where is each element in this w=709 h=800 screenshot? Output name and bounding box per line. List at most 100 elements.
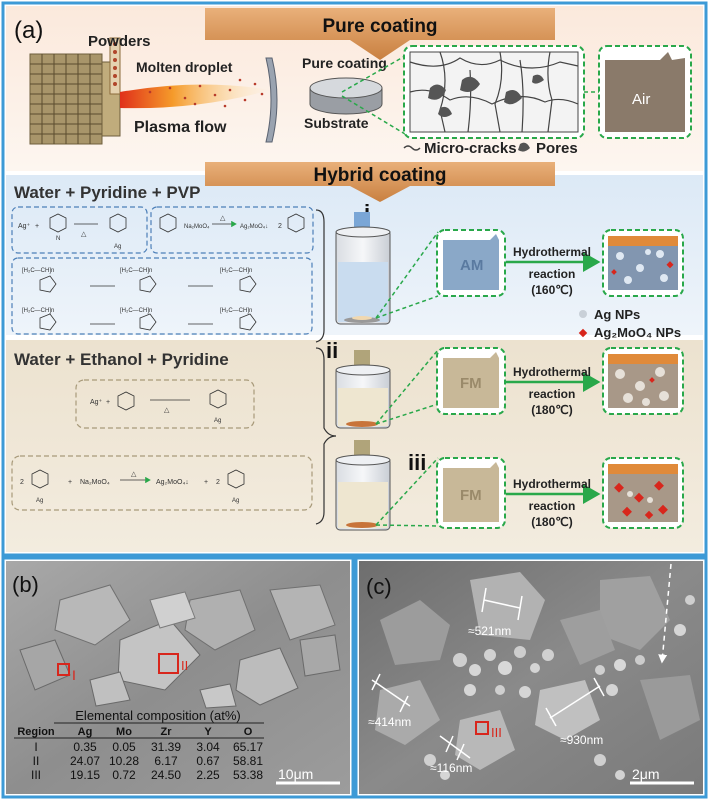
- table-cell: 31.39: [151, 740, 181, 754]
- table-cell: 0.72: [112, 768, 136, 782]
- coating-plate-icon: [265, 57, 278, 143]
- pyrrolidone-ring-icon: [239, 313, 257, 331]
- pyridine-ring-icon: [209, 389, 227, 409]
- eq-pvp: [H₂C—CH]n: [120, 308, 152, 314]
- route-ii-equations: Ag⁺ + △ Ag 2 Ag + Na₂MoO₄ △ Ag₂MoO₄↓ + 2…: [11, 379, 313, 511]
- table-header-cell: Zr: [161, 726, 173, 738]
- pyrrolidone-ring-icon: [39, 275, 57, 293]
- pyridine-ring-icon: [49, 213, 67, 233]
- eq-pvp: [H₂C—CH]n: [220, 268, 252, 274]
- zoom-line: [375, 403, 439, 425]
- product-i-icon: [608, 236, 678, 290]
- table-cell: 65.17: [233, 740, 263, 754]
- eq-delta-2: △: [131, 471, 137, 478]
- eq-plus: +: [35, 223, 39, 230]
- region-iii-label: III: [491, 725, 502, 740]
- measure-414-label: ≈414nm: [368, 715, 411, 729]
- table-header-cell: Ag: [78, 726, 93, 738]
- eq-two: 2: [278, 223, 282, 230]
- bracket-route-ii: [315, 347, 337, 525]
- equation-box: [75, 379, 255, 429]
- route-ii-title: Water + Ethanol + Pyridine: [14, 350, 229, 369]
- molten-droplet-label: Molten droplet: [136, 59, 233, 75]
- pyridine-ring-icon: [31, 469, 49, 489]
- route-i-title: Water + Pyridine + PVP: [14, 183, 200, 202]
- molten-droplets-icon: [148, 78, 264, 108]
- eq-plus: +: [204, 479, 208, 486]
- panel-c: (c) ≈521nm ≈414nm III ≈116nm ≈930nm: [354, 556, 708, 799]
- pure-coating-banner: [205, 8, 555, 60]
- table-cell: 0.05: [112, 740, 136, 754]
- air-block-icon: [605, 52, 685, 132]
- fm-block-icon: [443, 352, 499, 408]
- micro-crack-icon: [403, 145, 421, 151]
- table-cell: 0.67: [196, 754, 220, 768]
- pure-coating-title: Pure coating: [322, 16, 437, 37]
- eq-ag: Ag⁺: [90, 399, 103, 406]
- eq-na2moo4: Na₂MoO₄: [184, 224, 210, 230]
- panel-b: (b) I II Elemental composition (at%) Reg…: [1, 556, 355, 799]
- pore-icon: [518, 142, 530, 152]
- equation-box: [11, 257, 313, 335]
- ag2moo4-legend-icon: [578, 328, 588, 338]
- table-cell: 6.17: [154, 754, 178, 768]
- am-block-icon: [443, 234, 499, 290]
- panel-b-label: (b): [12, 572, 39, 597]
- fm-label-iii: FM: [460, 487, 482, 504]
- panel-a: (a) Pure coating: [1, 1, 708, 557]
- eq-pvp: [H₂C—CH]n: [220, 308, 252, 314]
- bracket-route-i: [315, 209, 325, 343]
- table-cell: 24.50: [151, 768, 181, 782]
- eq-na2moo4: Na₂MoO₄: [80, 479, 110, 486]
- table-row-label: I: [34, 740, 37, 754]
- table-cell: 10.28: [109, 754, 139, 768]
- pyrrolidone-ring-icon: [39, 313, 57, 331]
- table-cell: 2.25: [196, 768, 220, 782]
- measure-930: [545, 677, 605, 727]
- route-i-equations: Ag⁺ + N △ Ag Na₂MoO₄ △ Ag₂MoO₄↓ 2 [H₂C—C…: [11, 206, 314, 335]
- autoclave-iii-icon: [335, 440, 391, 531]
- eq-ag-sub: Ag: [214, 418, 221, 424]
- ag-np-legend-label: Ag NPs: [594, 307, 640, 322]
- reaction-label-i: reaction: [529, 267, 576, 281]
- powder-feeder-icon: [109, 37, 121, 95]
- eq-delta: △: [164, 407, 170, 414]
- zoom-line: [341, 95, 406, 135]
- zoom-line: [375, 349, 439, 425]
- measure-521: [481, 587, 523, 621]
- measure-414: [371, 673, 411, 713]
- eq-ag-sub: Ag: [114, 244, 121, 250]
- table-row-label: III: [31, 768, 41, 782]
- pyridine-ring-icon: [227, 469, 245, 489]
- region-i-label: I: [72, 667, 76, 683]
- table-cell: 19.15: [70, 768, 100, 782]
- route-ii-numeral: ii: [326, 338, 338, 363]
- autoclave-ii-icon: [335, 350, 391, 429]
- panel-c-label: (c): [366, 574, 392, 599]
- substrate-disk-icon: [309, 77, 383, 115]
- product-iii-icon: [608, 464, 678, 522]
- zoom-line: [375, 231, 439, 319]
- temperature-iii: (180℃): [531, 515, 573, 529]
- substrate-label: Substrate: [304, 115, 369, 131]
- eq-delta: △: [81, 231, 87, 238]
- eq-two: 2: [20, 479, 24, 486]
- table-cell: 24.07: [70, 754, 100, 768]
- product-ii-icon: [608, 354, 678, 408]
- eq-n: N: [56, 236, 60, 242]
- table-cell: 3.04: [196, 740, 220, 754]
- reaction-label-ii: reaction: [529, 387, 576, 401]
- pyridine-ring-icon: [287, 213, 305, 233]
- sem-c-grains: [375, 572, 700, 780]
- measure-116: [439, 735, 471, 761]
- pyrrolidone-ring-icon: [139, 313, 157, 331]
- plasma-flow-label: Plasma flow: [134, 119, 227, 136]
- pyridine-ring-icon: [109, 213, 127, 233]
- eq-pvp: [H₂C—CH]n: [22, 268, 54, 274]
- pure-coating-label: Pure coating: [302, 55, 387, 71]
- region-ii-marker: [158, 653, 179, 674]
- hybrid-coating-title: Hybrid coating: [313, 165, 446, 186]
- equation-box: [11, 206, 148, 254]
